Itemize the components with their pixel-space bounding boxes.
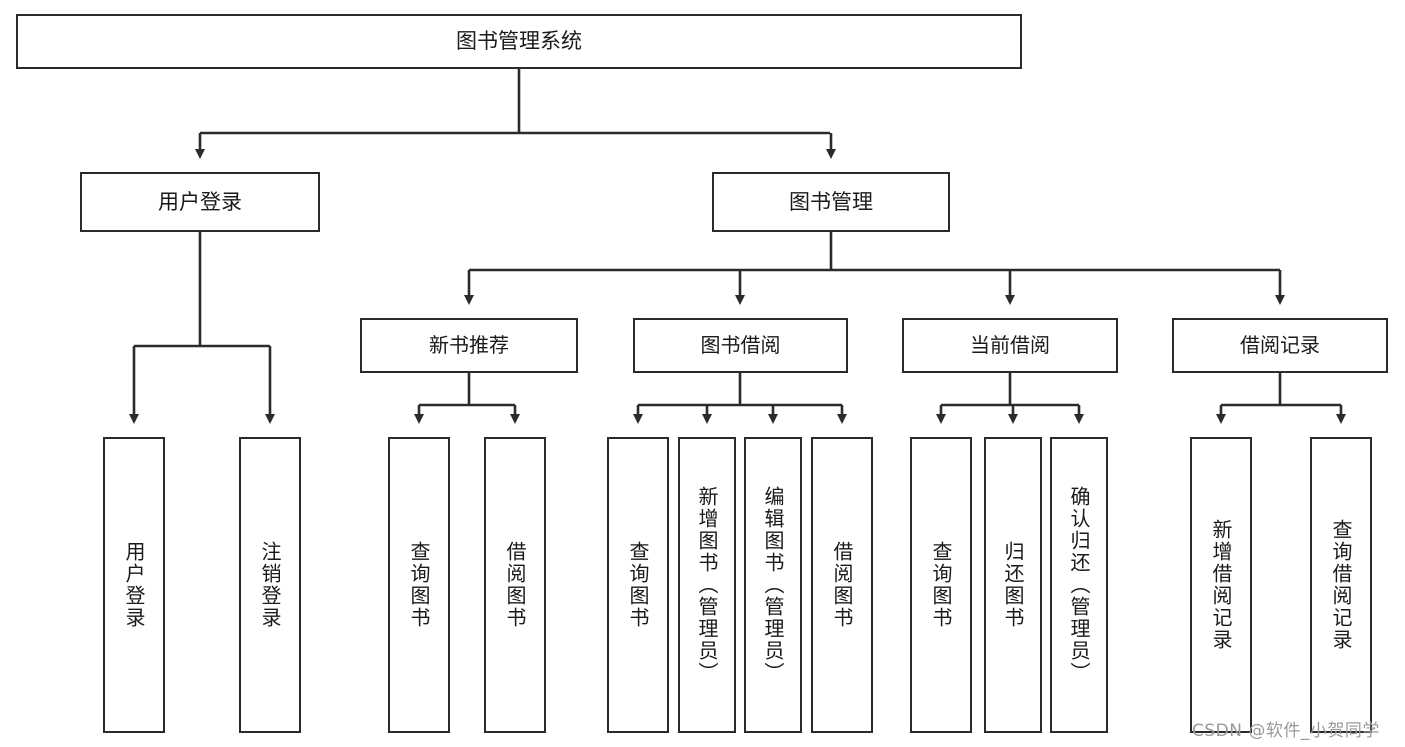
node-leaf-query-book-1-label: 查询图书 <box>407 541 431 629</box>
node-leaf-logout[interactable]: 注销登录 <box>239 437 301 733</box>
node-user-login[interactable]: 用户登录 <box>80 172 320 232</box>
node-leaf-query-book-1[interactable]: 查询图书 <box>388 437 450 733</box>
node-leaf-user-login[interactable]: 用户登录 <box>103 437 165 733</box>
node-borrow-record[interactable]: 借阅记录 <box>1172 318 1388 373</box>
node-root[interactable]: 图书管理系统 <box>16 14 1022 69</box>
node-user-login-label: 用户登录 <box>158 189 242 214</box>
node-leaf-add-record-label: 新增借阅记录 <box>1209 519 1233 651</box>
node-leaf-query-record-label: 查询借阅记录 <box>1329 519 1353 651</box>
node-leaf-borrow-book-1-label: 借阅图书 <box>503 541 527 629</box>
node-leaf-borrow-book-2-label: 借阅图书 <box>830 541 854 629</box>
node-leaf-query-book-3[interactable]: 查询图书 <box>910 437 972 733</box>
node-leaf-borrow-book-2[interactable]: 借阅图书 <box>811 437 873 733</box>
node-book-borrow[interactable]: 图书借阅 <box>633 318 848 373</box>
node-root-label: 图书管理系统 <box>456 29 582 54</box>
node-leaf-edit-book-label: 编辑图书（管理员） <box>761 486 785 684</box>
node-leaf-user-login-label: 用户登录 <box>122 541 146 629</box>
node-leaf-query-book-2[interactable]: 查询图书 <box>607 437 669 733</box>
node-current-borrow-label: 当前借阅 <box>970 332 1050 357</box>
node-new-book-rec[interactable]: 新书推荐 <box>360 318 578 373</box>
node-leaf-confirm-return[interactable]: 确认归还（管理员） <box>1050 437 1108 733</box>
node-leaf-add-record[interactable]: 新增借阅记录 <box>1190 437 1252 733</box>
node-new-book-rec-label: 新书推荐 <box>429 332 509 357</box>
node-book-manage-label: 图书管理 <box>789 189 873 214</box>
node-current-borrow[interactable]: 当前借阅 <box>902 318 1118 373</box>
node-leaf-logout-label: 注销登录 <box>258 541 282 629</box>
node-borrow-record-label: 借阅记录 <box>1240 332 1320 357</box>
node-leaf-borrow-book-1[interactable]: 借阅图书 <box>484 437 546 733</box>
node-book-manage[interactable]: 图书管理 <box>712 172 950 232</box>
csdn-watermark: CSDN @软件_小贺同学 <box>1192 721 1380 741</box>
node-book-borrow-label: 图书借阅 <box>700 332 781 357</box>
node-leaf-query-record[interactable]: 查询借阅记录 <box>1310 437 1372 733</box>
node-leaf-add-book-label: 新增图书（管理员） <box>695 486 719 684</box>
node-leaf-add-book[interactable]: 新增图书（管理员） <box>678 437 736 733</box>
node-leaf-return-book-label: 归还图书 <box>1001 541 1025 629</box>
node-leaf-query-book-3-label: 查询图书 <box>929 541 953 629</box>
node-leaf-query-book-2-label: 查询图书 <box>626 541 650 629</box>
node-leaf-edit-book[interactable]: 编辑图书（管理员） <box>744 437 802 733</box>
node-leaf-return-book[interactable]: 归还图书 <box>984 437 1042 733</box>
node-leaf-confirm-return-label: 确认归还（管理员） <box>1067 486 1091 684</box>
